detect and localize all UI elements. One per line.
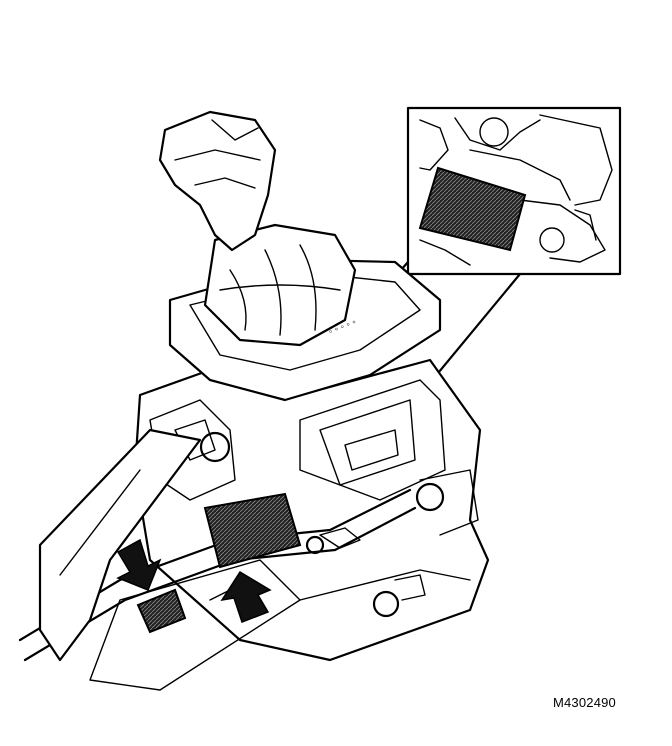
lower-bracket: [38, 428, 301, 691]
main-highlight-pad: [203, 492, 302, 569]
figure-code: M4302490: [552, 695, 616, 710]
inset-linework: [419, 114, 613, 266]
inset-highlight-pad: [418, 166, 527, 252]
arrow-down-icon: [116, 538, 162, 591]
shift-boot: [203, 223, 357, 347]
arrow-up-icon: [220, 570, 272, 623]
lower-highlight-pad: [136, 588, 187, 634]
shifter-housing: [133, 358, 490, 662]
detail-inset: [406, 106, 622, 276]
shift-knob-icon: [158, 110, 277, 252]
